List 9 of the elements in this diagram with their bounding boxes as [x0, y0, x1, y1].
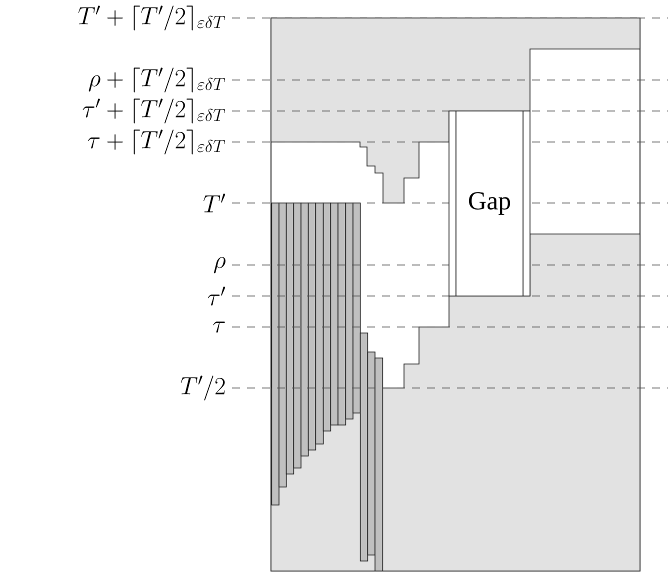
level-label: $\tau + \lceil T'/2 \rceil_{\varepsilon\delta T}$ — [88, 130, 225, 154]
level-label: $\rho$ — [214, 257, 226, 274]
level-label: $\tau' + \lceil T'/2 \rceil_{\varepsilon\delta T}$ — [82, 98, 225, 124]
level-label: $\tau'$ — [208, 286, 226, 306]
level-label: $\rho + \lceil T'/2 \rceil_{\varepsilon\delta T}$ — [88, 68, 225, 92]
level-label: $T' + \lceil T'/2 \rceil_{\varepsilon\delta T}$ — [78, 6, 225, 30]
level-label: $\tau$ — [213, 322, 225, 333]
level-label: $T'$ — [204, 194, 226, 212]
level-label: $T'/2$ — [180, 376, 225, 400]
